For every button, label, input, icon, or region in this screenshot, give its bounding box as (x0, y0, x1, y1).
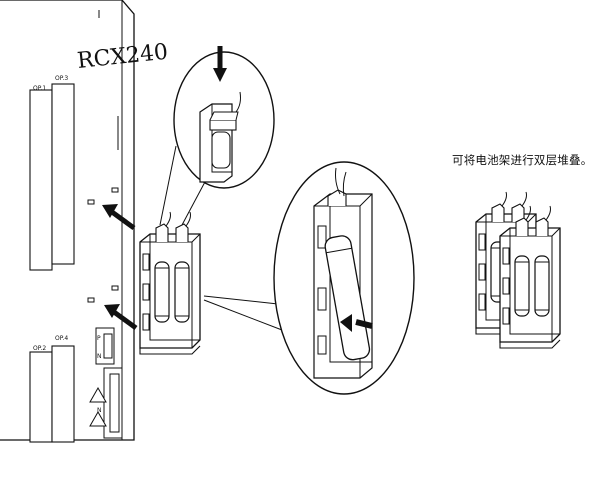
slot-label-op2: OP.2 (33, 345, 46, 352)
insert-arrow-icon (102, 204, 136, 231)
controller-cabinet: RCX240 OP.1 OP.3 OP.2 OP.4 P N L N (0, 0, 169, 443)
terminal-label-p: P (97, 335, 101, 342)
push-arrow-icon (340, 314, 373, 332)
press-down-arrow-icon (213, 46, 227, 82)
warning-triangle-icon (89, 386, 107, 403)
detail-battery-insert (203, 161, 415, 395)
detail-clip-lock (159, 46, 275, 226)
slot-label-op3: OP.3 (55, 75, 68, 82)
stacking-note: 可将电池架进行双层堆叠。 (452, 153, 593, 167)
warning-triangle-icon (89, 410, 107, 427)
slot-label-op4: OP.4 (55, 335, 68, 342)
terminal-label-n2: N (97, 407, 102, 414)
terminal-label-n: N (97, 353, 102, 360)
insert-arrow-icon (104, 304, 138, 331)
slot-label-op1: OP.1 (33, 85, 46, 92)
battery-holder-mounted (140, 212, 200, 354)
battery-holder-stacked (476, 192, 560, 348)
